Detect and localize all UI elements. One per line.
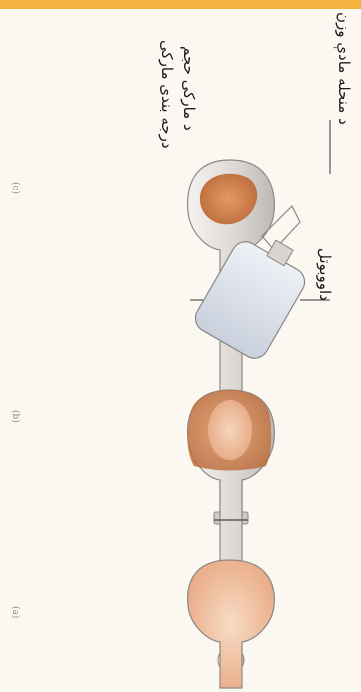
label-volume-mark: د مارکی حجم [180,46,198,131]
label-wash-bottle: داووبوتل [316,248,334,301]
label-solid-mass: د منحله مادې وزن [335,12,353,125]
panel-b-label: (b) [10,410,20,423]
flask-a [188,560,275,688]
panel-c-label: (c) [10,182,20,194]
label-graduation-mark: درجه بندی مارکی [158,40,176,149]
panel-a-label: (a) [10,606,20,618]
